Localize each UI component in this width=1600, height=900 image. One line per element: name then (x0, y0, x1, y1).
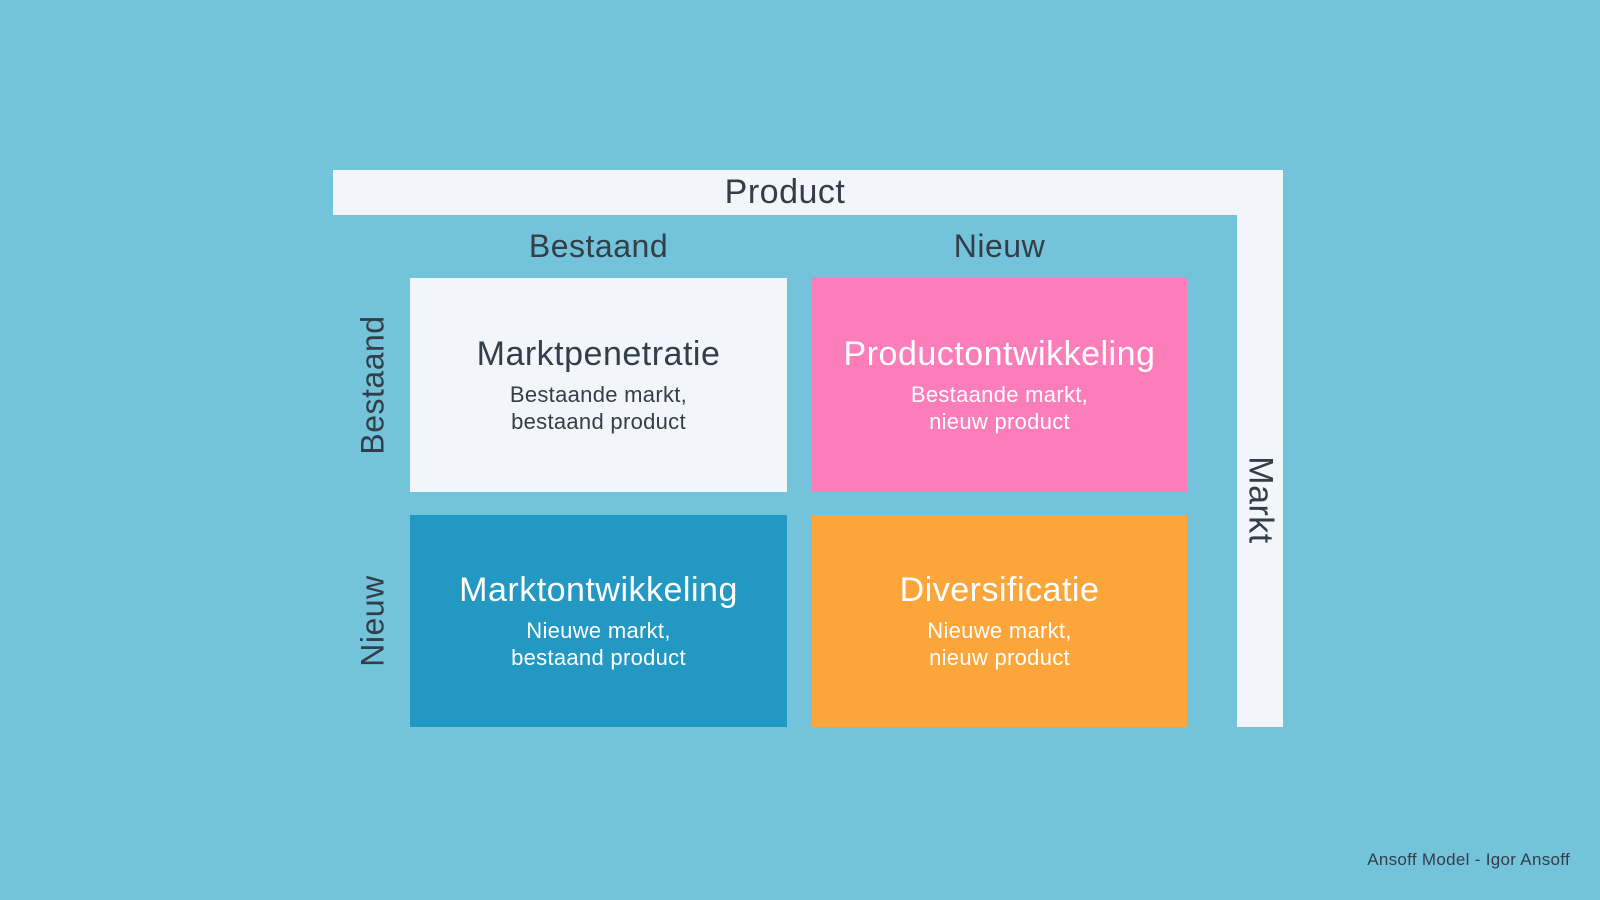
quadrant-subtitle-line2: nieuw product (929, 408, 1070, 434)
quadrant-subtitle-line1: Bestaande markt, (509, 382, 688, 408)
row-header-bestaand: Bestaand (354, 315, 391, 455)
quadrant-subtitle-line2: bestaand product (511, 644, 686, 670)
row-header-nieuw: Nieuw (354, 575, 391, 667)
quadrant-title: Diversificatie (899, 571, 1100, 610)
quadrant-title: Marktpenetratie (476, 335, 721, 374)
product-axis-label: Product (724, 173, 846, 211)
column-header-nieuw: Nieuw (953, 227, 1046, 264)
quadrant-subtitle-line1: Bestaande markt, (910, 382, 1089, 408)
quadrant-productontwikkeling: Productontwikkeling Bestaande markt, nie… (812, 278, 1187, 492)
product-axis-bar: Product (333, 170, 1283, 215)
column-header-bestaand: Bestaand (528, 227, 669, 264)
quadrant-subtitle-line1: Nieuwe markt, (927, 618, 1072, 644)
quadrant-subtitle-line1: Nieuwe markt, (526, 618, 671, 644)
credit-caption: Ansoff Model - Igor Ansoff (1367, 850, 1570, 869)
quadrant-title: Productontwikkeling (843, 335, 1156, 374)
quadrant-title: Marktontwikkeling (459, 571, 738, 610)
market-axis-label: Markt (1241, 456, 1280, 544)
market-axis-bar (1237, 170, 1283, 727)
quadrant-subtitle-line2: bestaand product (511, 408, 686, 434)
quadrant-subtitle-line2: nieuw product (929, 644, 1070, 670)
quadrant-marktontwikkeling: Marktontwikkeling Nieuwe markt, bestaand… (410, 515, 787, 727)
quadrant-diversificatie: Diversificatie Nieuwe markt, nieuw produ… (812, 515, 1187, 727)
quadrant-marktpenetratie: Marktpenetratie Bestaande markt, bestaan… (410, 278, 787, 492)
